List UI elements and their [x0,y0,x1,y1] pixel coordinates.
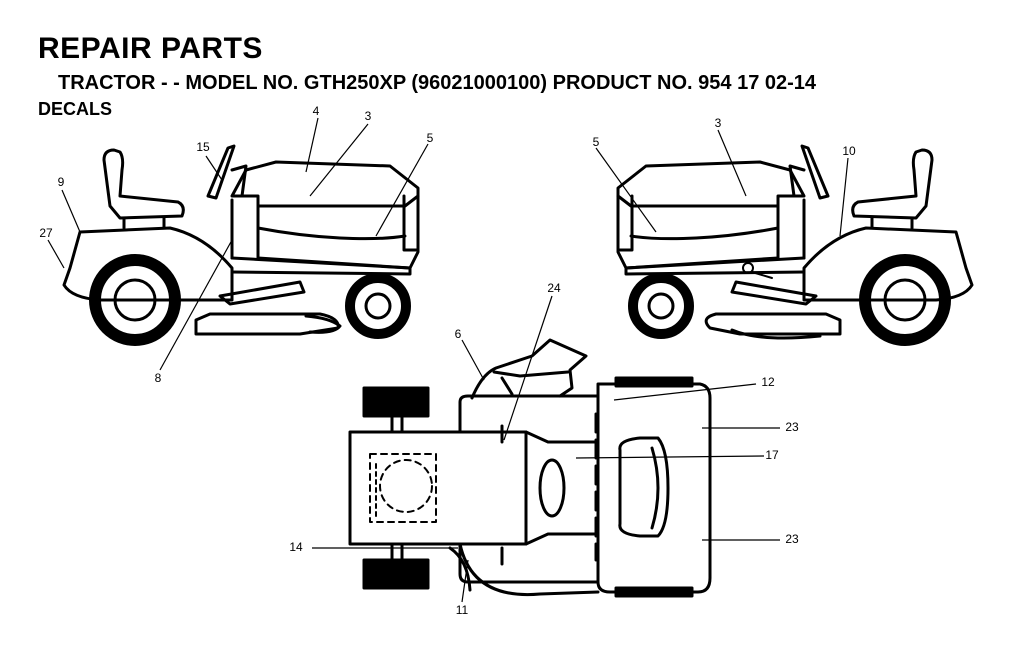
callout-5-right: 5 [593,135,600,149]
leader-lines [47,117,849,603]
callout-5-left: 5 [427,131,434,145]
callout-17: 17 [765,448,779,462]
callout-27: 27 [39,226,53,240]
callout-4: 4 [313,104,320,118]
callout-8: 8 [155,371,162,385]
callout-24: 24 [547,281,561,295]
callout-23-top: 23 [785,420,799,434]
callout-10: 10 [842,144,856,158]
section-label: DECALS [38,99,113,119]
tractor-right-view [616,144,974,346]
page-title: REPAIR PARTS [38,32,263,65]
page-subtitle: TRACTOR - - MODEL NO. GTH250XP (96021000… [58,72,817,94]
callout-3-left: 3 [365,109,372,123]
callout-14: 14 [289,540,303,554]
callout-15: 15 [196,140,210,154]
tractor-top-view [348,338,712,598]
callout-6: 6 [455,327,462,341]
callout-12: 12 [761,375,775,389]
tractor-left-view [62,144,420,346]
callout-11: 11 [456,603,469,617]
callout-9: 9 [58,175,65,189]
callout-23-bottom: 23 [785,532,799,546]
callout-3-right: 3 [715,116,722,130]
